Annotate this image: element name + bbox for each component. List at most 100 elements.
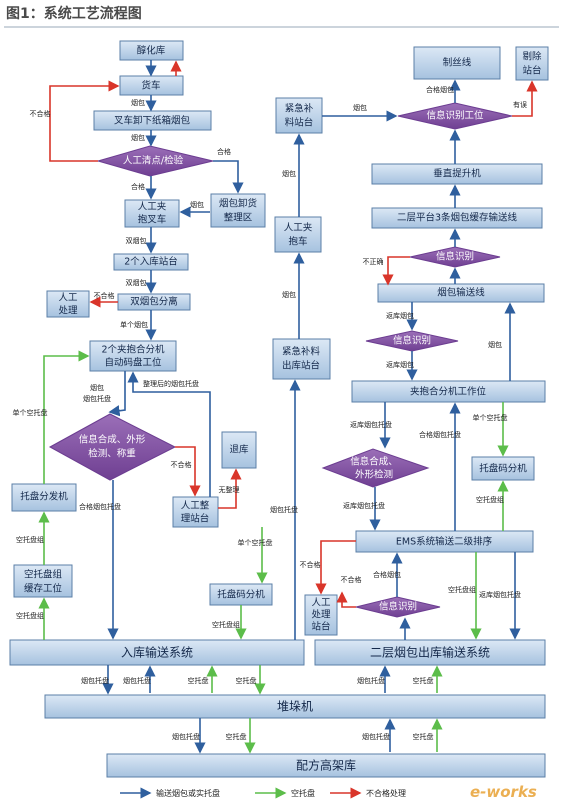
svg-text:紧急补料: 紧急补料 <box>282 346 321 358</box>
svg-text:不正确: 不正确 <box>363 257 384 266</box>
node-xinxi-shibie-4: 信息识别 <box>355 596 441 618</box>
svg-text:空托盘组: 空托盘组 <box>16 535 44 544</box>
node-xinxi-shibie-3: 信息识别 <box>365 330 459 352</box>
node-xinxi-shibie-2: 信息识别 <box>409 246 501 268</box>
svg-text:合格烟包托盘: 合格烟包托盘 <box>419 430 461 439</box>
svg-text:返库烟包: 返库烟包 <box>386 311 414 320</box>
svg-text:紧急补: 紧急补 <box>285 103 314 115</box>
svg-text:烟包: 烟包 <box>131 98 145 107</box>
legend-blue-label: 输送烟包或实托盘 <box>156 788 220 798</box>
node-tuopan-mafenji-right: 托盘码分机 <box>471 456 535 481</box>
watermark-logo: e-works <box>470 783 537 801</box>
svg-text:理站台: 理站台 <box>181 513 210 525</box>
svg-text:配方高架库: 配方高架库 <box>296 758 356 773</box>
node-xinxi-shibie-top: 信息识别工位 <box>397 102 513 130</box>
node-peifang-gaojiaku: 配方高架库 <box>106 753 546 778</box>
svg-text:空托盘组: 空托盘组 <box>212 620 240 629</box>
svg-text:返库烟包托盘: 返库烟包托盘 <box>350 420 392 429</box>
svg-text:缓存工位: 缓存工位 <box>24 583 63 595</box>
svg-text:抱叉车: 抱叉车 <box>138 214 167 226</box>
svg-text:剔除: 剔除 <box>522 51 542 63</box>
node-ruku-shusong: 入库输送系统 <box>9 639 305 666</box>
svg-text:双烟包分离: 双烟包分离 <box>130 296 178 308</box>
svg-text:信息合成、: 信息合成、 <box>350 456 398 468</box>
svg-text:烟包: 烟包 <box>90 383 104 392</box>
svg-text:人工: 人工 <box>58 293 78 304</box>
svg-text:人工夹: 人工夹 <box>138 201 167 213</box>
svg-text:出库站台: 出库站台 <box>282 360 320 372</box>
node-tuopan-fenfaji: 托盘分发机 <box>11 483 77 512</box>
edge-shibie4-buhege <box>336 591 356 608</box>
svg-text:人工清点/检验: 人工清点/检验 <box>123 155 184 167</box>
svg-text:双烟包: 双烟包 <box>126 278 147 287</box>
svg-text:合格烟包: 合格烟包 <box>373 570 401 579</box>
svg-text:信息合成、外形: 信息合成、外形 <box>79 434 146 446</box>
node-erceng-chuku: 二层烟包出库输送系统 <box>314 639 546 666</box>
svg-text:不合格: 不合格 <box>171 460 192 469</box>
svg-text:烟包托盘: 烟包托盘 <box>81 676 109 685</box>
edge-hecheng-buhege <box>175 446 201 497</box>
arrows-bottom <box>102 665 443 754</box>
svg-text:抱车: 抱车 <box>288 236 307 248</box>
svg-text:处理: 处理 <box>311 609 331 621</box>
svg-text:不合格: 不合格 <box>94 291 115 300</box>
node-ems: EMS系统输送二级排序 <box>355 530 534 553</box>
svg-text:醇化库: 醇化库 <box>137 45 166 57</box>
edge-qingdian-buhege <box>49 80 120 162</box>
svg-text:烟包: 烟包 <box>131 133 145 142</box>
svg-text:信息识别: 信息识别 <box>436 251 474 263</box>
svg-text:合格: 合格 <box>131 182 145 191</box>
svg-text:无整理: 无整理 <box>219 485 240 494</box>
svg-text:2个入库站台: 2个入库站台 <box>124 256 178 268</box>
edge-fenfaji-fenji <box>43 350 90 484</box>
svg-text:整理区: 整理区 <box>224 212 253 224</box>
node-chaiche: 叉车卸下纸箱烟包 <box>93 110 212 131</box>
svg-text:人工夹: 人工夹 <box>284 222 313 234</box>
svg-text:站台: 站台 <box>311 621 330 633</box>
svg-text:单个空托盘: 单个空托盘 <box>238 538 273 547</box>
legend-green-label: 空托盘 <box>291 788 315 798</box>
edge-zhengli-fenji-return <box>127 371 211 497</box>
edge-shibie2-buzhengque <box>382 256 410 286</box>
edge-shibie-tichu <box>512 80 538 117</box>
svg-text:检测、称重: 检测、称重 <box>88 448 136 460</box>
svg-text:信息识别: 信息识别 <box>393 335 431 347</box>
svg-text:EMS系统输送二级排序: EMS系统输送二级排序 <box>396 536 493 548</box>
svg-text:烟包: 烟包 <box>488 340 502 349</box>
arrows-right <box>315 79 538 640</box>
node-tuopan-mafenji-left: 托盘码分机 <box>209 583 273 606</box>
svg-text:料站台: 料站台 <box>285 117 314 129</box>
svg-text:夹抱合分机工作位: 夹抱合分机工作位 <box>410 386 487 398</box>
svg-text:外形检测: 外形检测 <box>355 469 393 481</box>
svg-text:双烟包: 双烟包 <box>126 236 147 245</box>
svg-text:不合格: 不合格 <box>30 109 51 118</box>
svg-text:不合格: 不合格 <box>300 560 321 569</box>
node-yanbao-shusong: 烟包输送线 <box>377 283 545 303</box>
svg-text:空托盘: 空托盘 <box>413 676 434 685</box>
figure-title: 图1：系统工艺流程图 <box>6 5 142 22</box>
node-xinxi-hecheng-left: 信息合成、外形检测、称重 <box>48 413 177 481</box>
svg-text:退库: 退库 <box>229 444 249 456</box>
svg-text:空托盘: 空托盘 <box>188 676 209 685</box>
node-shuangbao-fenli: 双烟包分离 <box>117 293 191 311</box>
svg-text:二层烟包出库输送系统: 二层烟包出库输送系统 <box>370 645 490 660</box>
svg-text:单个烟包: 单个烟包 <box>120 320 148 329</box>
svg-text:烟包: 烟包 <box>353 103 367 112</box>
arrows-left <box>38 60 398 640</box>
node-chuizhi-tisheng: 垂直提升机 <box>371 163 543 185</box>
svg-text:烟包卸货: 烟包卸货 <box>219 198 257 210</box>
svg-text:合格烟包: 合格烟包 <box>426 85 454 94</box>
svg-text:空托盘: 空托盘 <box>236 676 257 685</box>
svg-text:空托盘组: 空托盘组 <box>476 495 504 504</box>
